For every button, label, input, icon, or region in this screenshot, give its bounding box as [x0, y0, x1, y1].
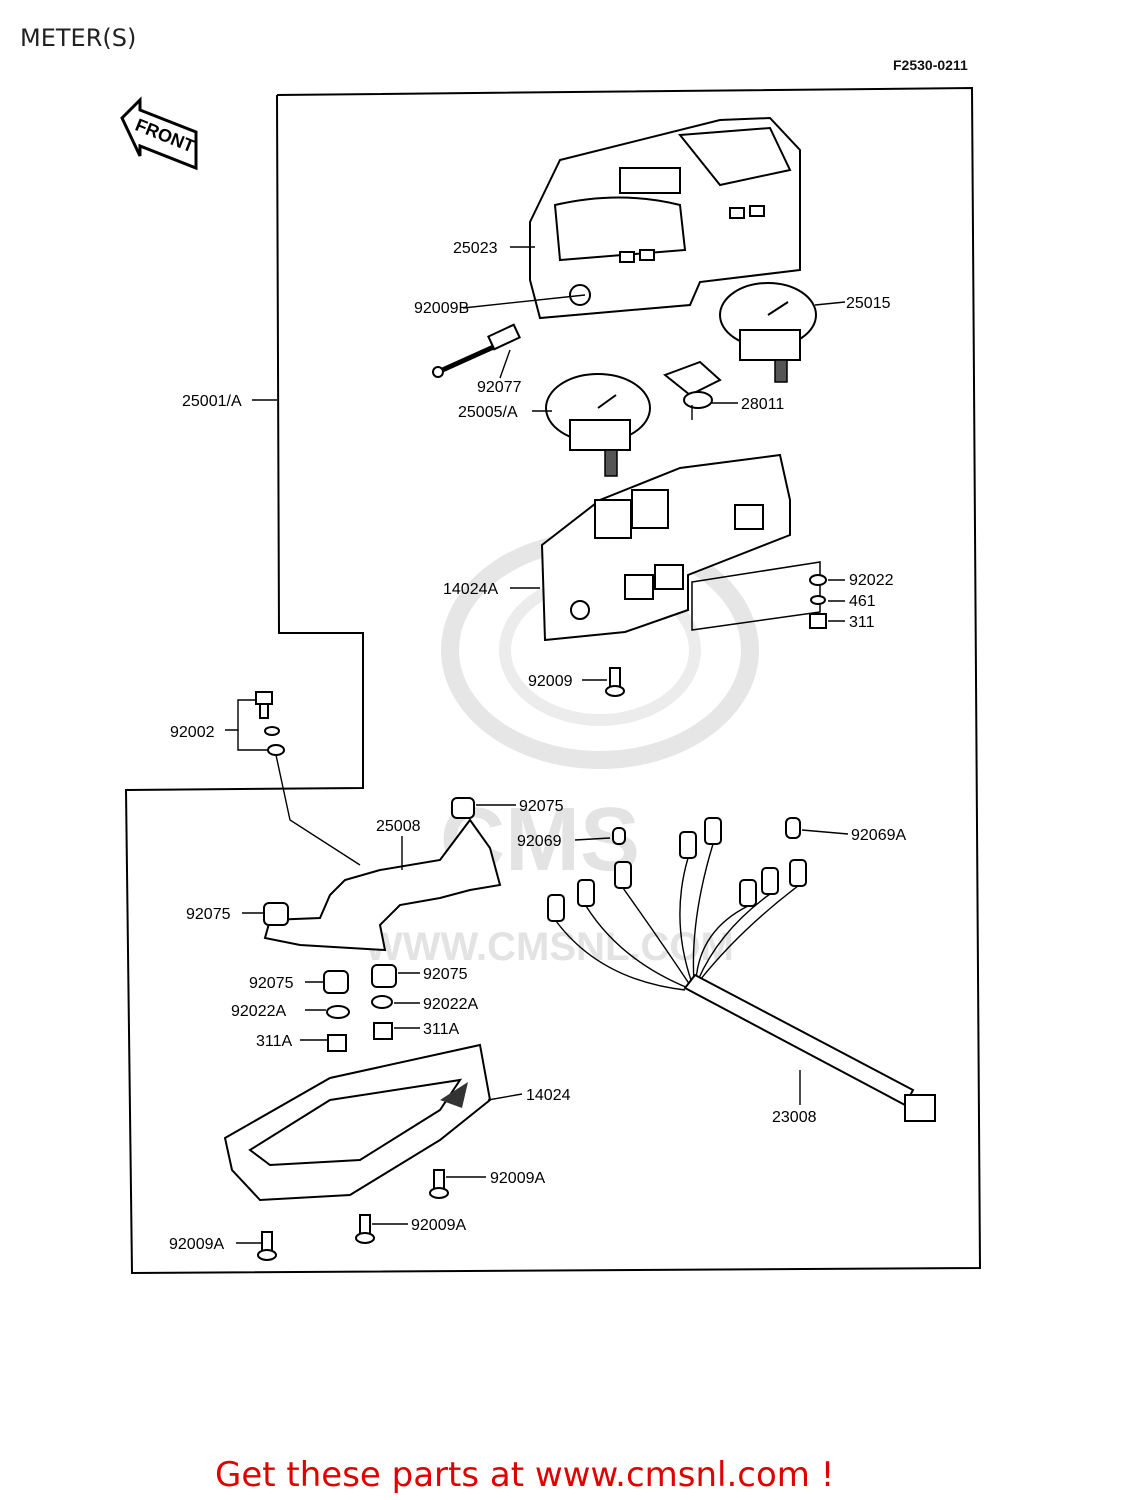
screw-92009b-part [432, 342, 500, 378]
page-title: METER(S) [20, 24, 136, 52]
part-label[interactable]: 92009 [528, 673, 573, 690]
part-label[interactable]: 25001/A [182, 393, 242, 410]
part-label[interactable]: 25008 [376, 818, 421, 835]
grommet-92075-part [371, 964, 397, 988]
part-label[interactable]: 92009A [411, 1217, 466, 1234]
bolt-92002-part [255, 691, 285, 756]
wiring-harness-part [547, 817, 936, 1122]
sleeve-92077-part [487, 323, 521, 351]
part-label[interactable]: 92009A [490, 1170, 545, 1187]
meter-cover-part [529, 116, 801, 320]
part-label[interactable]: 311A [256, 1033, 293, 1050]
assembly-border [124, 86, 982, 1275]
front-arrow-icon: FRONT [120, 96, 198, 171]
part-label[interactable]: 92022A [423, 996, 478, 1013]
part-label[interactable]: 92075 [186, 906, 231, 923]
bracket-25008-part [263, 818, 502, 952]
part-label[interactable]: 92077 [477, 379, 522, 396]
part-label[interactable]: 92022A [231, 1003, 286, 1020]
washer-92022a-part [371, 995, 393, 1009]
part-label[interactable]: 92069 [517, 833, 562, 850]
washer-92022a-part [326, 1005, 350, 1019]
leader-lines [225, 246, 849, 1244]
lockwasher-461-part [810, 595, 826, 605]
part-label[interactable]: 92069A [851, 827, 906, 844]
watermark-url: WWW.CMSNL.COM [365, 925, 734, 969]
part-label[interactable]: 23008 [772, 1109, 817, 1126]
part-label[interactable]: 25015 [846, 295, 891, 312]
promo-link[interactable]: Get these parts at www.cmsnl.com ! [215, 1455, 834, 1495]
part-label[interactable]: 92075 [249, 975, 294, 992]
tachometer-part [719, 282, 817, 383]
screw-92009a-part [257, 1231, 277, 1261]
part-label[interactable]: 92009B [414, 300, 469, 317]
part-label[interactable]: 92075 [423, 966, 468, 983]
diagram-code: F2530-0211 [893, 57, 968, 73]
nut-311a-part [373, 1022, 393, 1040]
nut-311-part [809, 613, 827, 629]
grommet-92075-part [323, 970, 349, 994]
grommet-92075-part [451, 797, 475, 819]
part-label[interactable]: 92075 [519, 798, 564, 815]
screw-92009a-part [355, 1214, 375, 1244]
part-label[interactable]: 14024A [443, 581, 498, 598]
part-label[interactable]: 311A [423, 1021, 460, 1038]
part-label[interactable]: 92022 [849, 572, 894, 589]
washer-92022-part [809, 574, 827, 586]
part-label[interactable]: 28011 [741, 396, 784, 413]
nut-311a-part [327, 1034, 347, 1052]
part-label[interactable]: 25005/A [458, 404, 518, 421]
screw-92009a-part [429, 1169, 449, 1199]
part-labels: 25023 92009B 25015 25001/A 92077 25005/A… [169, 240, 906, 1253]
part-label[interactable]: 25023 [453, 240, 498, 257]
grommet-92075-part [263, 902, 289, 926]
meter-case-part [540, 453, 791, 642]
bulb-92069a-part [785, 817, 801, 839]
part-label[interactable]: 92002 [170, 724, 215, 741]
part-label[interactable]: 92009A [169, 1236, 224, 1253]
bulb-92069-part [612, 827, 626, 845]
indicator-28011-part [662, 360, 722, 420]
part-label[interactable]: 14024 [526, 1087, 571, 1104]
speedometer-part [545, 373, 651, 477]
lower-case-part [223, 1043, 492, 1202]
screw-92009-part [605, 667, 625, 697]
part-label[interactable]: 311 [849, 614, 875, 631]
part-label[interactable]: 461 [849, 593, 876, 610]
